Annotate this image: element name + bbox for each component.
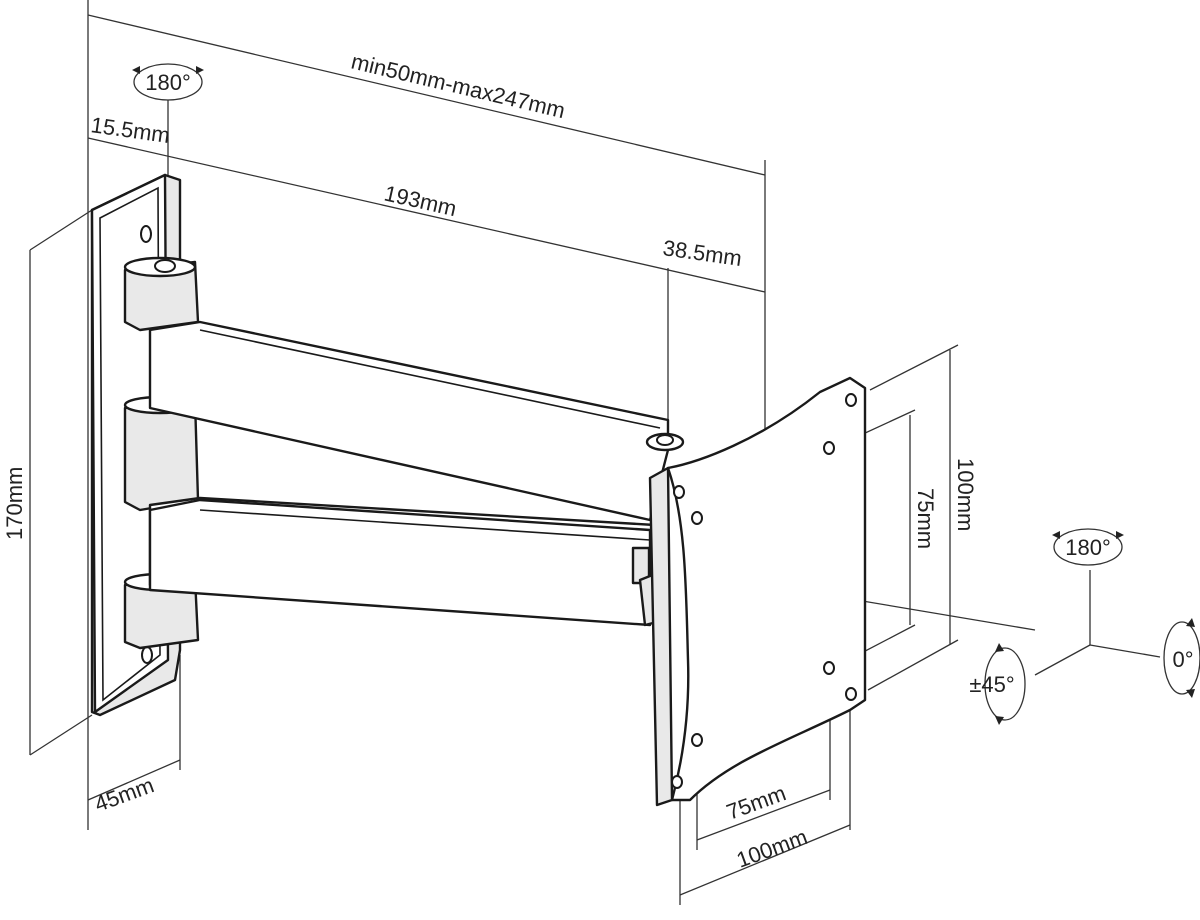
wall-offset-label: 15.5mm [89, 112, 171, 148]
arm-length-label: 193mm [382, 180, 459, 221]
head-swivel-label: 180° [1065, 535, 1111, 560]
vesa-outer-width-label: 100mm [733, 824, 810, 873]
plate-depth-label: 45mm [91, 772, 157, 816]
arms [148, 320, 685, 627]
head-offset-label: 38.5mm [661, 235, 743, 271]
dimension-lines [29, 0, 1161, 905]
extension-label: min50mm-max247mm [349, 49, 568, 124]
vesa-plate [648, 376, 867, 807]
rotate-label: 0° [1172, 647, 1193, 672]
plate-height-label: 170mm [2, 467, 27, 540]
vesa-inner-height-label: 75mm [913, 488, 938, 549]
wall-swivel-label: 180° [145, 70, 191, 95]
tilt-badge: ±45° [969, 643, 1026, 725]
wall-swivel-badge: 180° [132, 63, 204, 101]
vesa-outer-height-label: 100mm [953, 458, 978, 531]
plate-bottom-hole [141, 646, 153, 664]
rotate-badge: 0° [1163, 618, 1200, 698]
plate-top-hole [140, 225, 152, 243]
tilt-label: ±45° [969, 672, 1014, 697]
head-swivel-badge: 180° [1052, 528, 1124, 566]
